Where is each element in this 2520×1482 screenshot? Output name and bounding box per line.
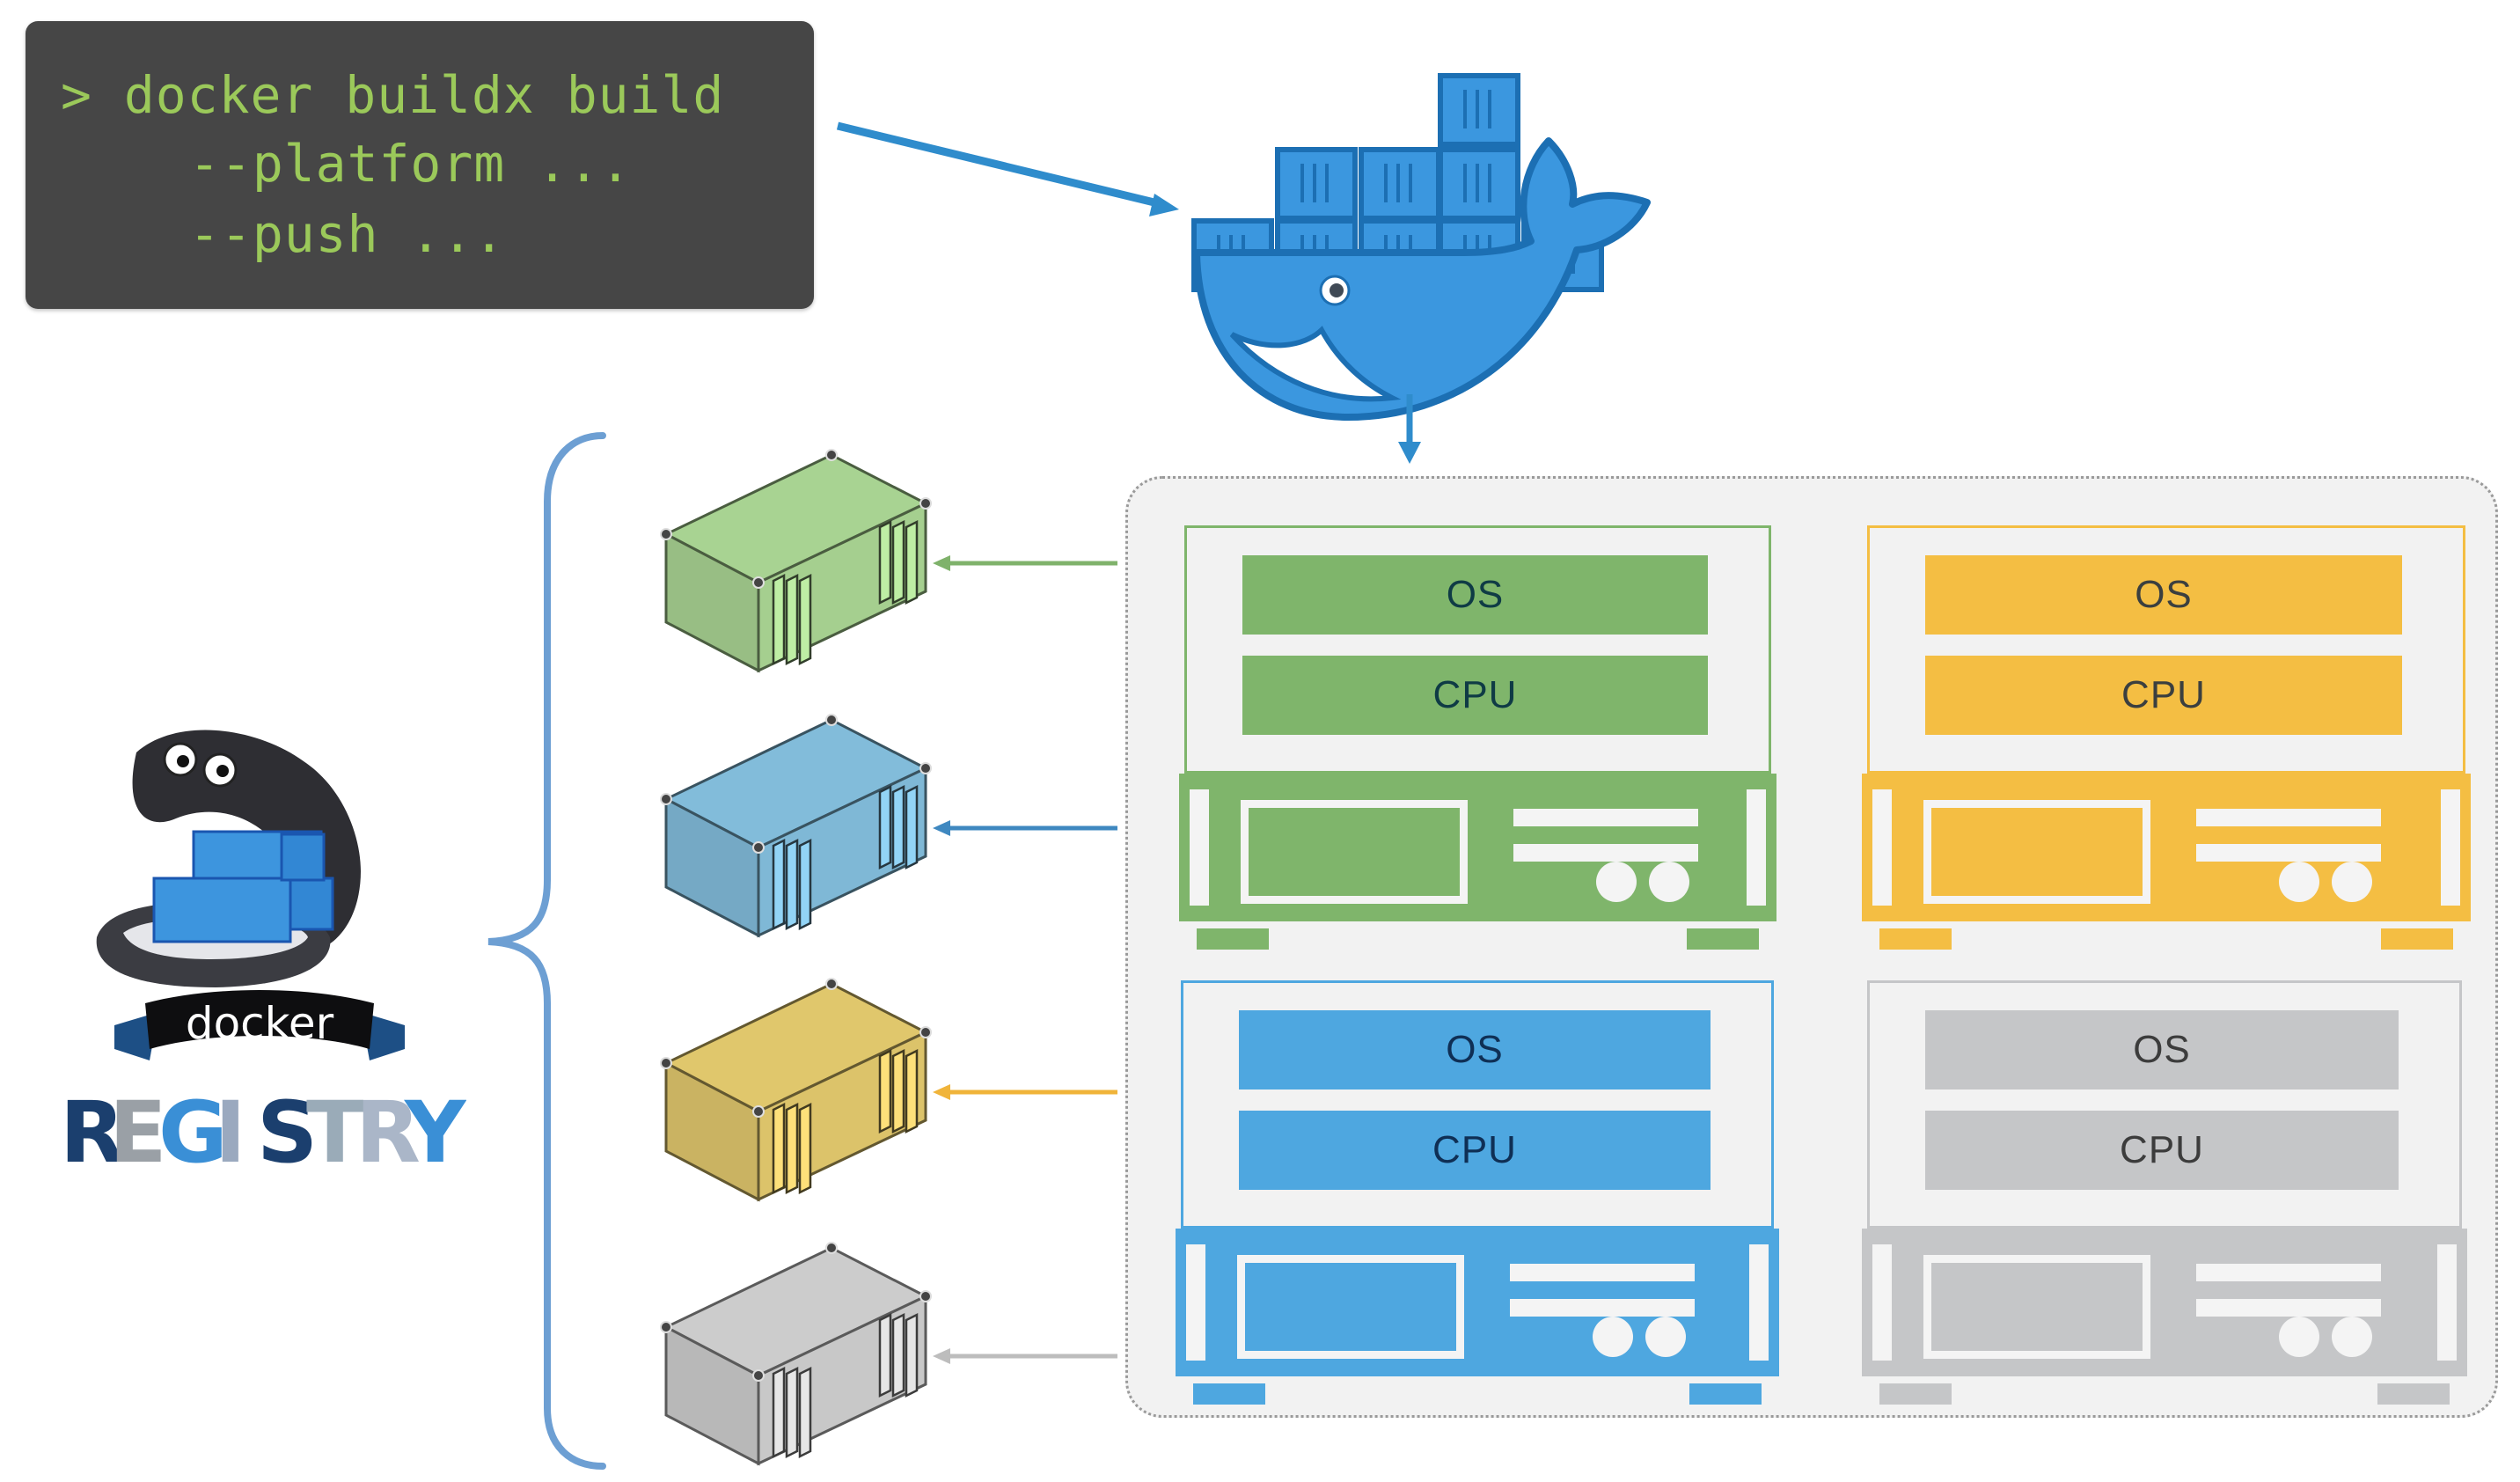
terminal-line-platform: --platform ... — [189, 134, 632, 194]
container-door-slat — [891, 1048, 905, 1134]
whale-container-box — [1438, 73, 1520, 147]
arrow-to-gray-container — [933, 1348, 1117, 1364]
registry-title-letter: T — [306, 1083, 363, 1179]
server-frame — [1867, 525, 2465, 774]
terminal-line-push: --push ... — [189, 204, 506, 264]
server-foot — [1193, 1383, 1265, 1405]
cpu-layer: CPU — [1242, 656, 1708, 735]
server-foot — [2377, 1383, 2450, 1405]
container-door-slat — [891, 784, 905, 870]
arrow-to-green-container — [933, 555, 1117, 571]
os-layer: OS — [1925, 1010, 2399, 1089]
yellow-container — [660, 978, 932, 1202]
target-platforms-panel: OS CPU OS CPU OS CPU — [1125, 476, 2498, 1418]
os-layer: OS — [1242, 555, 1708, 635]
registry-title-letter: R — [355, 1083, 421, 1179]
server-foot — [1689, 1383, 1762, 1405]
registry-title-letter: E — [109, 1083, 167, 1179]
server-foot — [1687, 928, 1759, 950]
container-door-slat — [798, 838, 812, 931]
container-door-slat — [905, 1048, 919, 1134]
registry-title-letter: R — [60, 1083, 125, 1179]
server-chassis-icon — [1176, 1229, 1779, 1376]
whale-container-box — [1275, 218, 1358, 292]
container-door-slat — [891, 519, 905, 605]
container-door-slat — [891, 1312, 905, 1398]
arrow-docker-to-platforms — [1398, 394, 1421, 464]
container-door-slat — [772, 838, 786, 931]
server-chassis-icon — [1862, 1229, 2467, 1376]
os-layer: OS — [1239, 1010, 1711, 1089]
docker-banner: docker — [114, 990, 405, 1060]
arrow-to-yellow-container — [933, 1084, 1117, 1100]
whale-container-box — [1275, 147, 1358, 221]
container-door-slat — [905, 519, 919, 605]
container-door-slat — [905, 1312, 919, 1398]
container-door-slat — [772, 573, 786, 666]
curly-brace — [487, 432, 606, 1470]
container-door-slat — [785, 1366, 799, 1459]
server-frame — [1184, 525, 1771, 774]
whale-container-box — [1438, 147, 1520, 221]
whale-container-box — [1359, 218, 1441, 292]
cpu-layer: CPU — [1925, 1111, 2399, 1190]
container-door-slat — [798, 1102, 812, 1195]
registry-title-letter: G — [158, 1083, 228, 1179]
server-frame — [1867, 980, 2462, 1229]
server-foot — [2381, 928, 2453, 950]
docker-whale-icon — [1191, 73, 1651, 421]
container-door-slat — [878, 784, 892, 870]
container-door-slat — [798, 573, 812, 666]
server-foot — [1879, 1383, 1952, 1405]
server-frame — [1181, 980, 1774, 1229]
container-door-slat — [785, 838, 799, 931]
server-chassis-icon — [1862, 774, 2471, 921]
os-layer: OS — [1925, 555, 2402, 635]
registry-title-letter: I — [215, 1083, 246, 1179]
green-container — [660, 449, 932, 673]
server-foot — [1879, 928, 1952, 950]
container-door-slat — [785, 573, 799, 666]
server-chassis-icon — [1179, 774, 1776, 921]
registry-title-letter: S — [257, 1083, 318, 1179]
container-door-slat — [878, 1312, 892, 1398]
registry-containers-icon — [152, 830, 334, 943]
container-door-slat — [878, 1048, 892, 1134]
terminal-command-box: > docker buildx build --platform ... --p… — [26, 21, 814, 309]
whale-container-box — [1191, 218, 1274, 292]
server-foot — [1197, 928, 1269, 950]
whale-container-box — [1359, 147, 1441, 221]
whale-container-box — [1438, 218, 1520, 292]
arrow-terminal-to-docker — [836, 121, 1179, 216]
cpu-layer: CPU — [1925, 656, 2402, 735]
banner-text: docker — [186, 998, 334, 1049]
registry-title-letter: Y — [404, 1083, 466, 1179]
whale-container-box — [1521, 218, 1604, 292]
container-door-slat — [905, 784, 919, 870]
container-door-slat — [785, 1102, 799, 1195]
blue-container — [660, 714, 932, 938]
container-door-slat — [798, 1366, 812, 1459]
container-door-slat — [772, 1366, 786, 1459]
container-door-slat — [772, 1102, 786, 1195]
container-door-slat — [878, 519, 892, 605]
arrow-to-blue-container — [933, 820, 1117, 836]
terminal-line-build: > docker buildx build — [61, 65, 725, 125]
cpu-layer: CPU — [1239, 1111, 1711, 1190]
gray-container — [660, 1242, 932, 1466]
